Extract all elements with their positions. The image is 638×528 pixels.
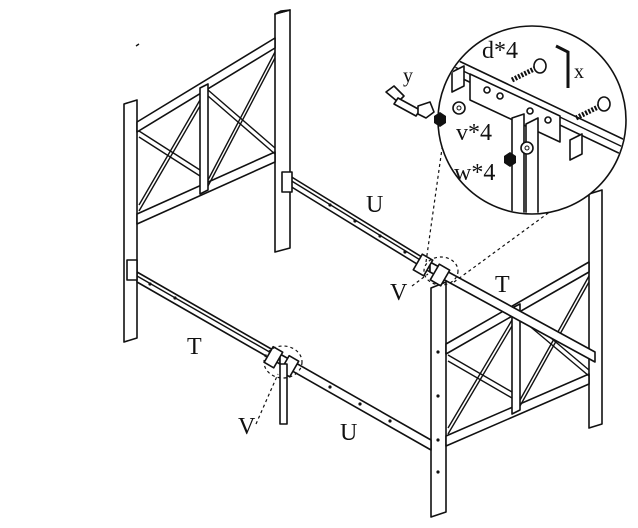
label-V-upper: V [390,280,408,306]
label-washer: v*4 [456,120,492,146]
allen-key-icon [555,44,570,88]
upper-joint-circle [423,256,459,286]
left-front-post [123,99,138,343]
wrench-icon [385,85,435,119]
label-nut: w*4 [454,160,495,186]
label-T-left: T [187,334,202,360]
right-back-post [588,189,603,429]
detail-magnified-view [434,25,627,215]
bolt-icon [510,58,611,121]
label-T-right: T [495,272,510,298]
right-footboard [430,189,603,518]
label-V-lower: V [238,414,256,440]
left-headboard [123,9,291,343]
label-wrench: y [403,65,413,87]
back-side-rail [289,175,596,363]
label-allen-key: x [574,61,584,83]
center-support-leg [279,363,288,425]
stray-mark [135,43,140,47]
lower-joint-circle [263,345,303,379]
right-middle-bar [511,303,521,415]
label-bolt: d*4 [482,38,518,64]
washer-icon [452,101,534,155]
nut-icon [434,112,516,167]
label-U-top: U [366,192,383,218]
left-back-post [274,9,291,253]
front-side-rail [136,271,432,451]
left-middle-bar [199,83,209,195]
right-front-post [430,281,447,518]
label-U-bottom: U [340,420,357,446]
